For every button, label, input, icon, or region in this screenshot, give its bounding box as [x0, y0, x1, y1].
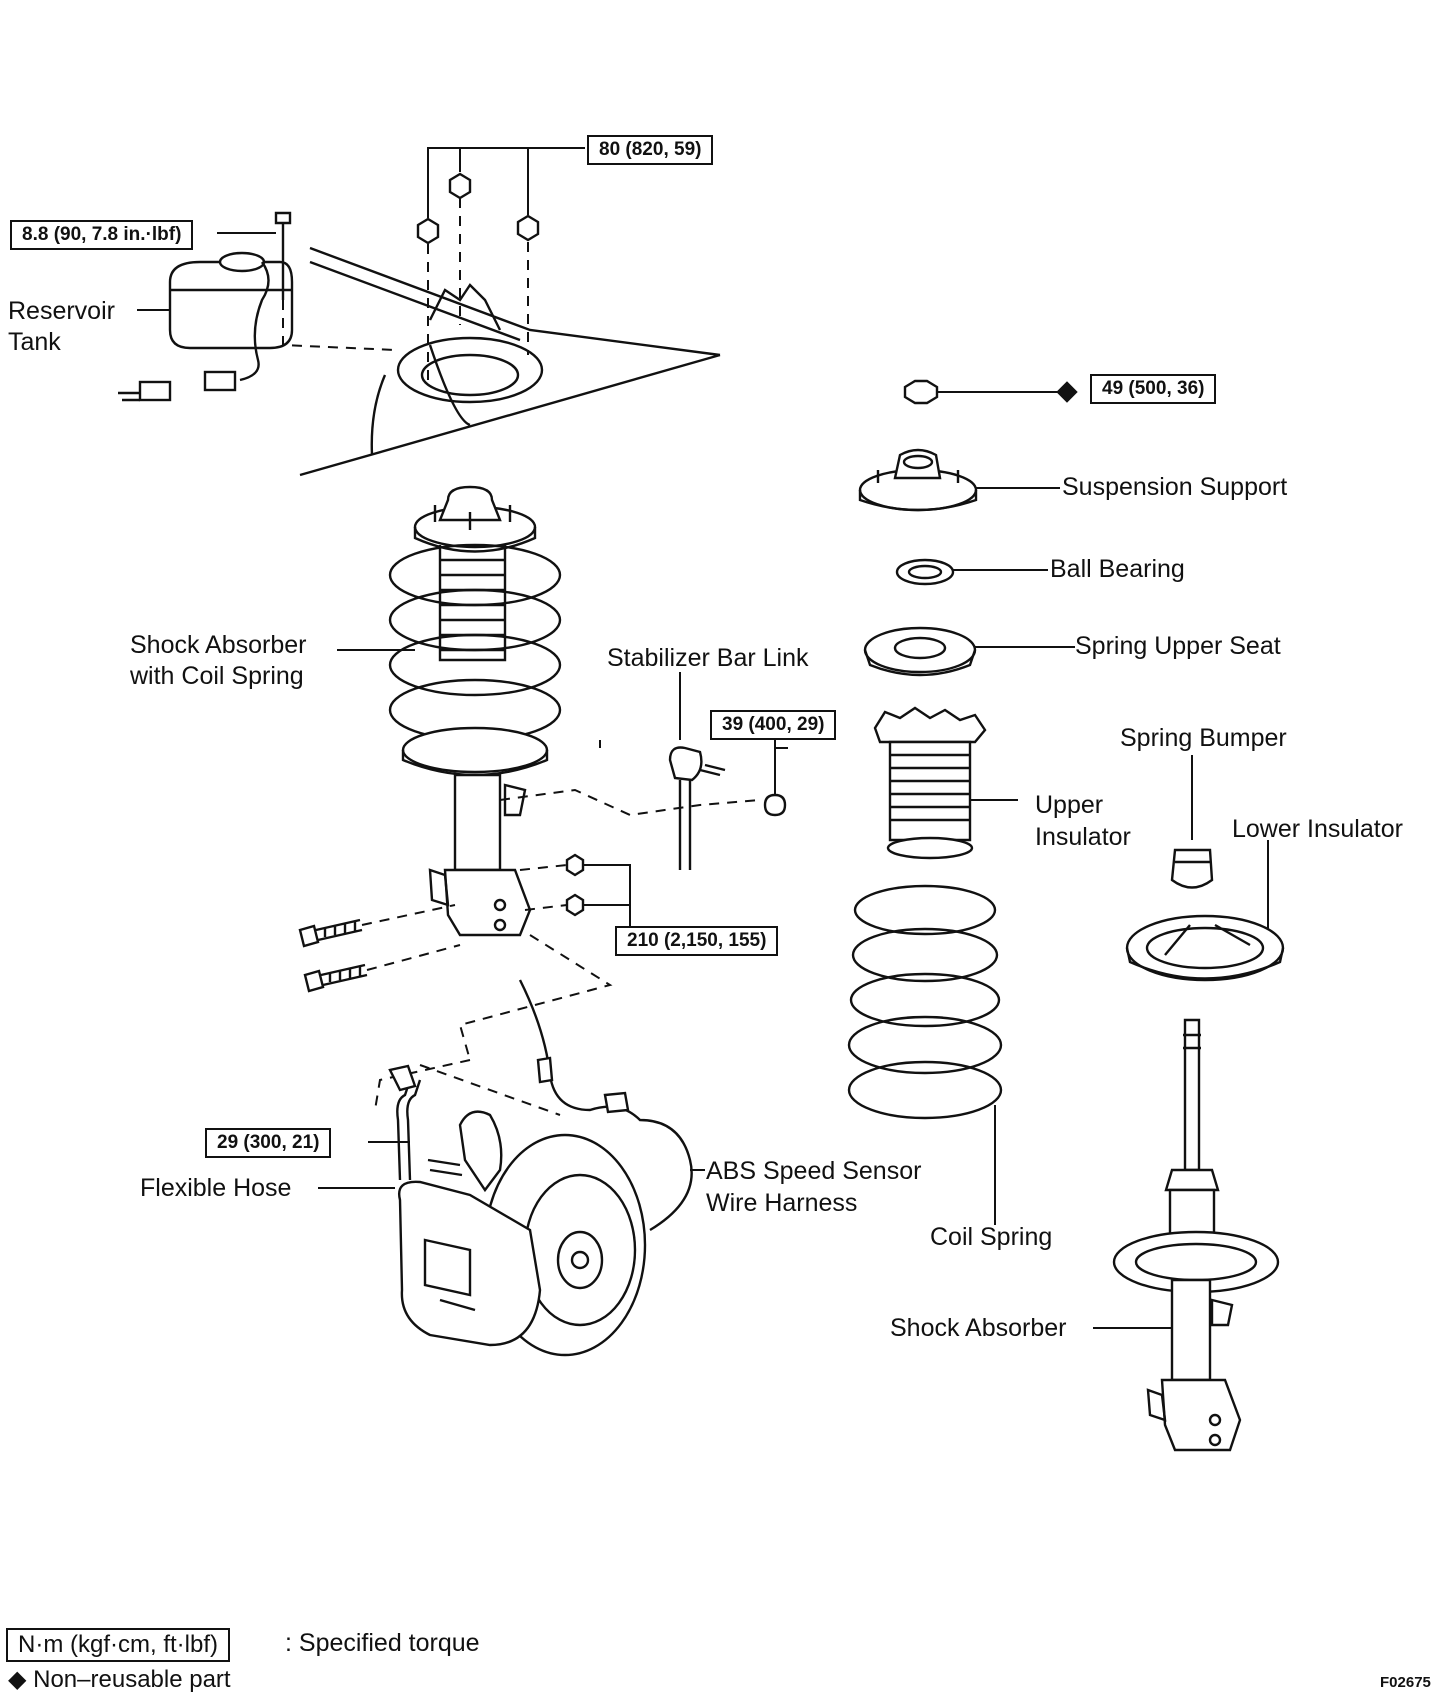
label-shock-with-spring-line2: with Coil Spring	[130, 662, 304, 690]
label-upper-insulator-line2: Insulator	[1035, 823, 1131, 851]
support-nut	[903, 379, 1078, 405]
torque-leaders	[599, 740, 788, 749]
torque-support-nut: 49 (500, 36)	[1090, 374, 1217, 404]
label-stabilizer-bar-link: Stabilizer Bar Link	[607, 644, 809, 672]
torque-hose-bolt: 29 (300, 21)	[205, 1128, 332, 1158]
legend-nonreusable: ◆ Non–reusable part	[8, 1666, 231, 1693]
torque-stabilizer-nut: 39 (400, 29)	[710, 710, 837, 740]
label-reservoir-tank-line1: Reservoir	[8, 297, 115, 325]
knuckle-bolts	[298, 853, 631, 993]
label-spring-upper-seat: Spring Upper Seat	[1075, 632, 1281, 660]
label-spring-bumper: Spring Bumper	[1120, 724, 1287, 752]
legend-unit-box: N·m (kgf·cm, ft·lbf)	[6, 1628, 230, 1662]
dashed-leads	[374, 788, 761, 1116]
lower-insulator	[1125, 840, 1285, 982]
steering-knuckle-assembly	[318, 1064, 647, 1357]
label-shock-with-spring-line1: Shock Absorber	[130, 631, 307, 659]
abs-harness	[518, 979, 705, 1232]
spring-bumper	[1170, 755, 1214, 889]
label-abs-harness-line1: ABS Speed Sensor	[706, 1157, 922, 1185]
torque-upper-nuts: 80 (820, 59)	[587, 135, 714, 165]
label-abs-harness-line2: Wire Harness	[706, 1189, 858, 1217]
label-suspension-support: Suspension Support	[1062, 473, 1288, 501]
upper-insulator	[873, 706, 1018, 860]
stabilizer-bar-link	[668, 672, 787, 870]
strut-tower	[299, 246, 721, 477]
ball-bearing	[895, 558, 1048, 586]
coil-spring	[847, 884, 1003, 1225]
label-lower-insulator: Lower Insulator	[1232, 815, 1403, 843]
legend-unit-description: : Specified torque	[285, 1629, 480, 1657]
label-coil-spring: Coil Spring	[930, 1223, 1053, 1251]
label-flexible-hose: Flexible Hose	[140, 1174, 292, 1202]
label-shock-absorber: Shock Absorber	[890, 1314, 1067, 1342]
label-ball-bearing: Ball Bearing	[1050, 555, 1185, 583]
spring-upper-seat	[863, 626, 1075, 677]
label-reservoir-tank-line2: Tank	[8, 328, 61, 356]
torque-knuckle-bolts: 210 (2,150, 155)	[615, 926, 779, 956]
torque-reservoir-bolt: 8.8 (90, 7.8 in.·lbf)	[10, 220, 194, 250]
reservoir-tank	[118, 211, 396, 402]
figure-code: F02675	[1380, 1674, 1431, 1691]
strut-assembly	[337, 485, 562, 937]
upper-mount-nuts	[416, 147, 585, 380]
shock-absorber	[1093, 1018, 1280, 1452]
suspension-support	[858, 448, 1060, 512]
label-upper-insulator-line1: Upper	[1035, 791, 1104, 819]
